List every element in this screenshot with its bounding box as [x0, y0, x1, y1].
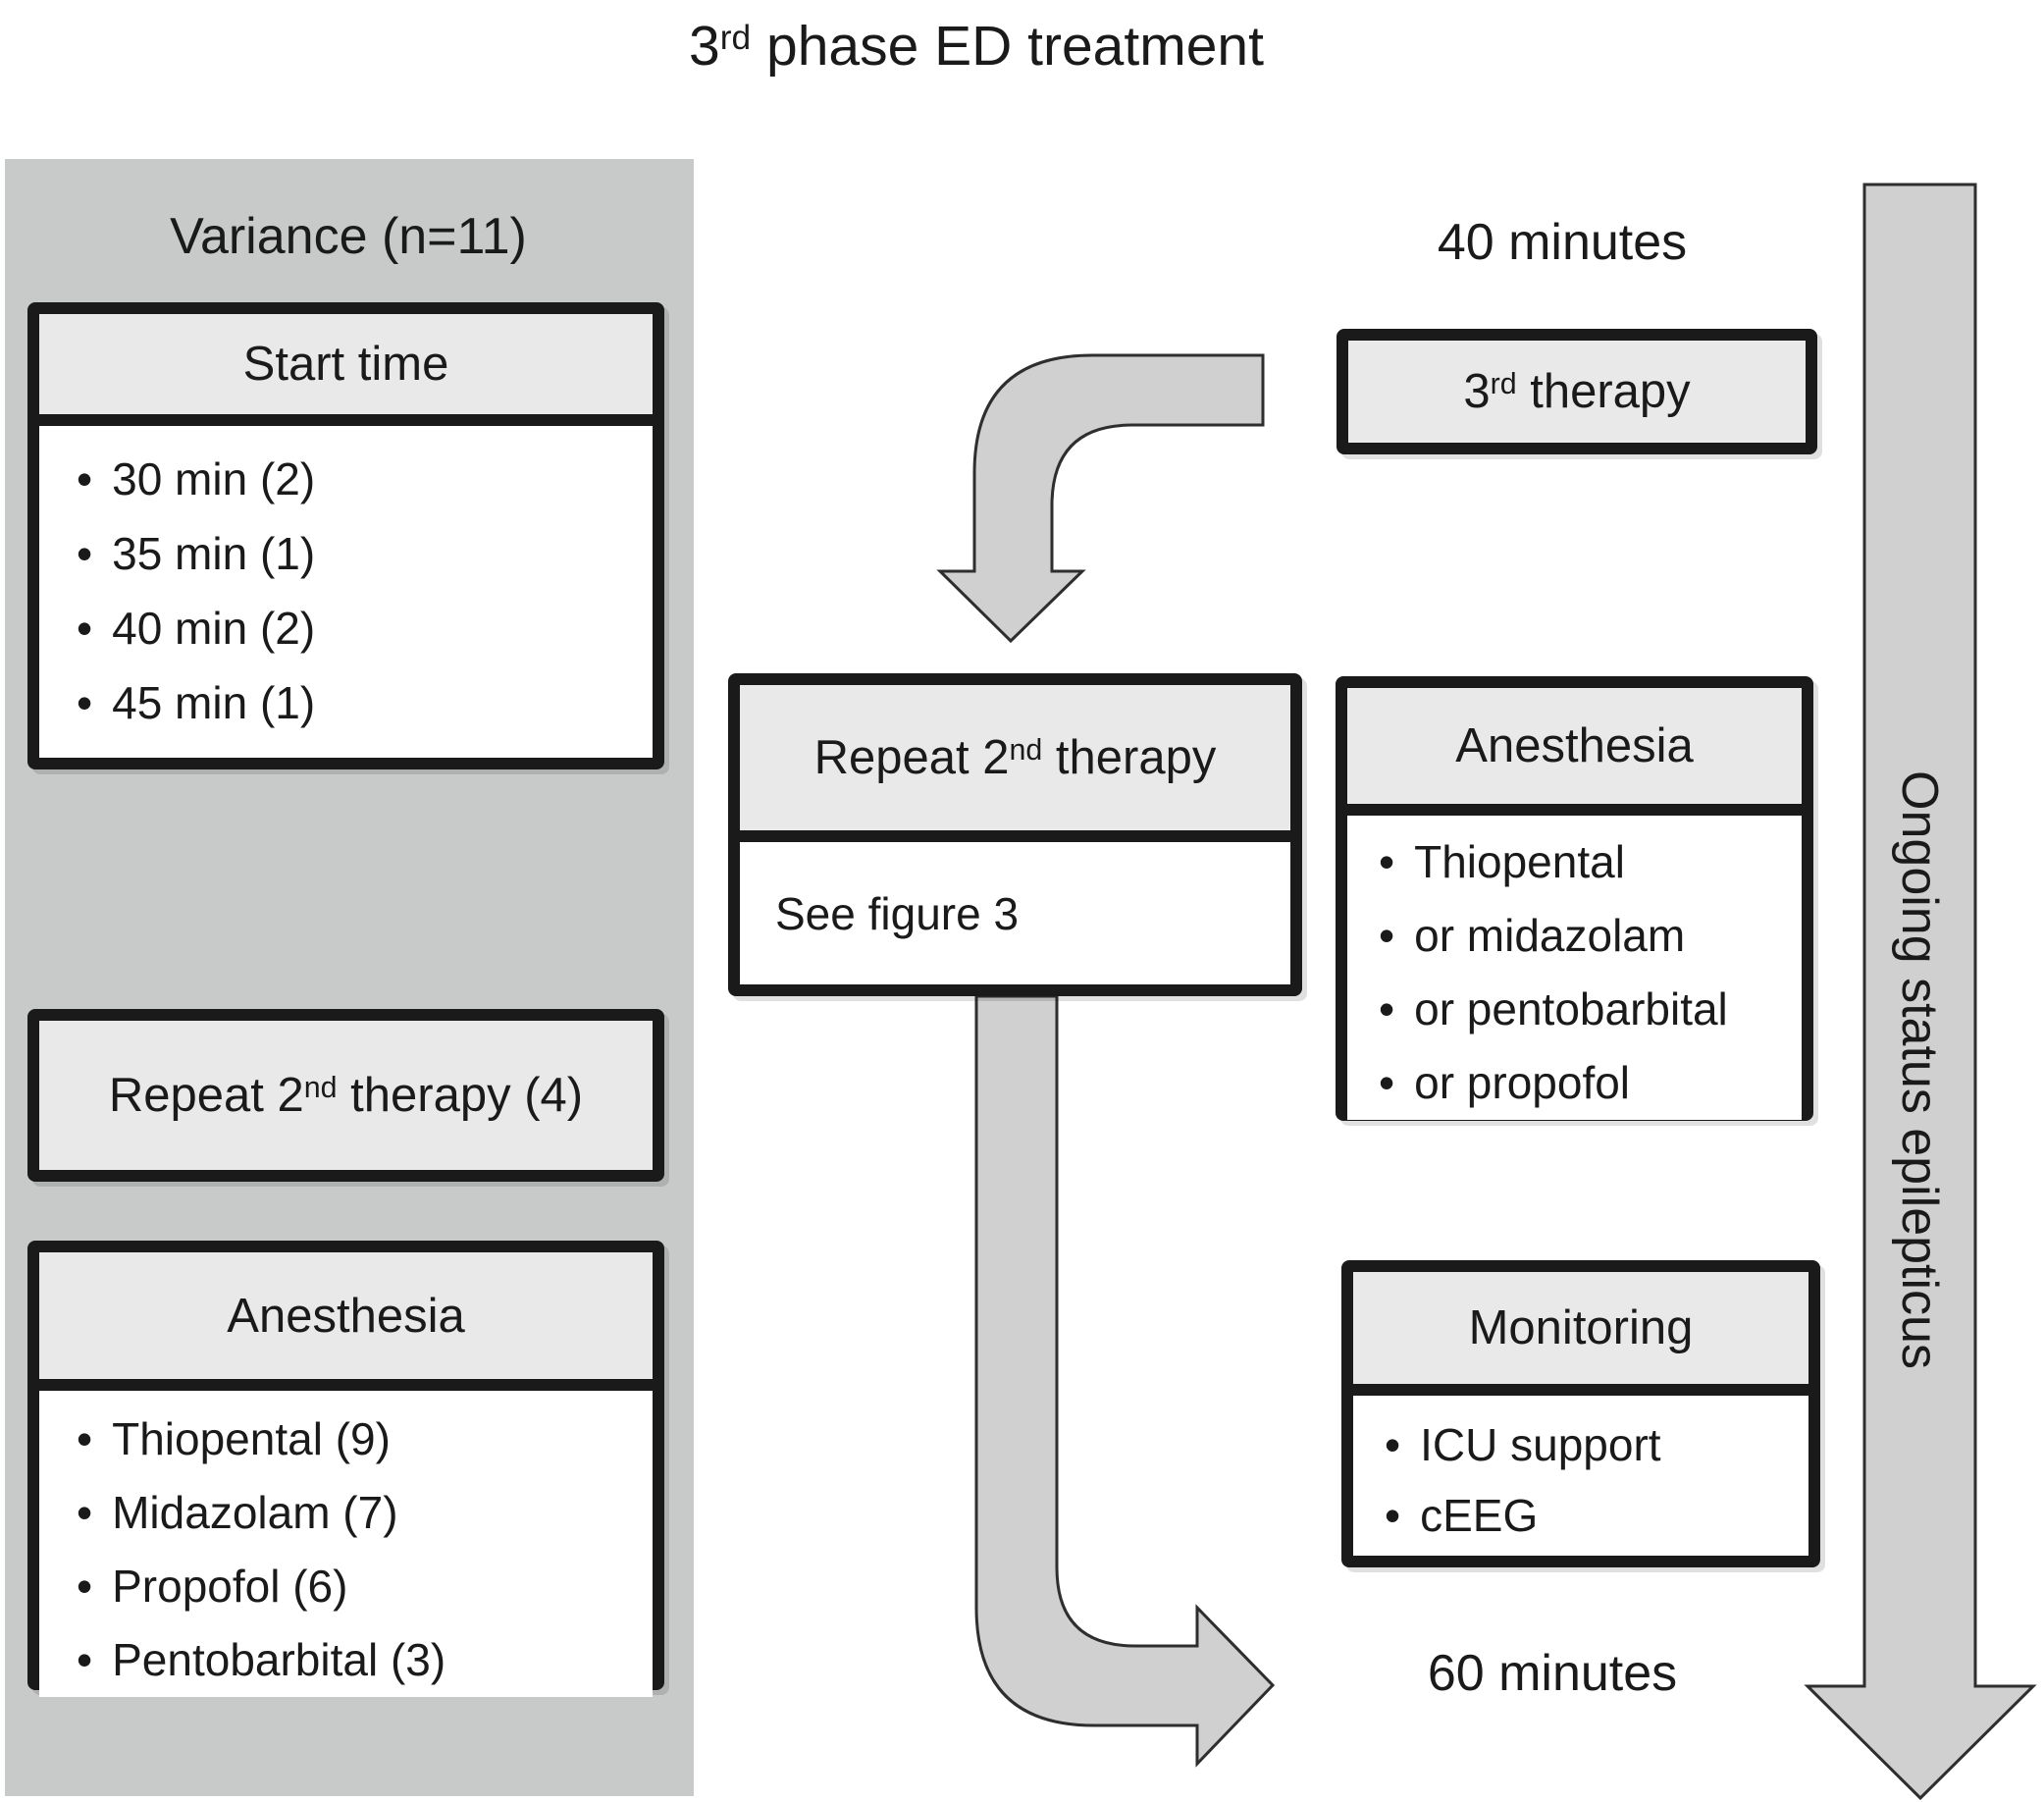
- list-item: • or pentobarbital: [1379, 973, 1802, 1046]
- list-item: • 40 min (2): [77, 591, 653, 665]
- start-time-list: • 30 min (2) • 35 min (1) • 40 min (2) • 45 …: [77, 442, 653, 740]
- label-superscript: nd: [1009, 733, 1043, 768]
- bullet-dot: •: [77, 453, 93, 504]
- variance-anesthesia-list: • Thiopental (9) • Midazolam (7) • Propofol…: [77, 1403, 653, 1697]
- time-label-40-minutes: 40 minutes: [1437, 214, 1688, 271]
- variance-anesthesia-box: Anesthesia • Thiopental (9) • Midazolam (7…: [27, 1241, 664, 1697]
- ongoing-status-label: Ongoing status epilepticus: [1891, 770, 1948, 1369]
- list-item-label: Thiopental: [1414, 836, 1625, 887]
- bullet-dot: •: [1379, 836, 1395, 887]
- list-item: • or propofol: [1379, 1046, 1802, 1120]
- list-item: • 35 min (1): [77, 516, 653, 591]
- label-rest: therapy (4): [337, 1069, 584, 1122]
- label-prefix: Repeat 2: [108, 1069, 304, 1122]
- start-time-box-header: Start time: [39, 314, 653, 426]
- bullet-dot: •: [77, 1561, 93, 1612]
- variance-panel-title: Variance (n=11): [170, 208, 527, 265]
- list-item-label: Propofol (6): [112, 1561, 348, 1612]
- list-item: • Thiopental: [1379, 825, 1802, 899]
- list-item-label: or propofol: [1414, 1057, 1631, 1108]
- anesthesia-box: Anesthesia • Thiopental • or midazolam • or…: [1336, 676, 1813, 1121]
- page-title-superscript: rd: [719, 19, 752, 58]
- variance-anesthesia-box-header: Anesthesia: [39, 1252, 653, 1391]
- anesthesia-box-body: • Thiopental • or midazolam • or pentobarbi…: [1347, 816, 1802, 1120]
- anesthesia-list: • Thiopental • or midazolam • or pentobarbi…: [1379, 825, 1802, 1120]
- page-title-prefix: 3: [689, 15, 720, 78]
- repeat-second-therapy-header-label: Repeat 2nd therapy: [814, 730, 1217, 785]
- elbow-arrow-bottom-icon: [974, 994, 1276, 1768]
- repeat-second-therapy-box-body: See figure 3: [740, 842, 1290, 984]
- bullet-dot: •: [77, 528, 93, 579]
- bullet-dot: •: [77, 603, 93, 654]
- list-item: • Thiopental (9): [77, 1403, 653, 1476]
- third-therapy-box: 3rd therapy: [1336, 329, 1817, 454]
- list-item-label: 35 min (1): [112, 528, 316, 579]
- monitoring-box-body: • ICU support • cEEG: [1353, 1396, 1808, 1551]
- monitoring-box-header: Monitoring: [1353, 1272, 1808, 1396]
- bullet-dot: •: [1379, 983, 1395, 1034]
- list-item: • cEEG: [1385, 1480, 1808, 1551]
- start-time-box: Start time • 30 min (2) • 35 min (1) • 40 m…: [27, 302, 664, 769]
- bullet-dot: •: [1385, 1419, 1401, 1470]
- list-item-label: 45 min (1): [112, 677, 316, 728]
- list-item: • or midazolam: [1379, 899, 1802, 973]
- elbow-arrow-top-icon: [936, 353, 1265, 644]
- monitoring-list: • ICU support • cEEG: [1385, 1409, 1808, 1551]
- list-item: • Propofol (6): [77, 1550, 653, 1623]
- third-therapy-label: 3rd therapy: [1463, 364, 1690, 419]
- list-item: • 45 min (1): [77, 665, 653, 740]
- list-item-label: Midazolam (7): [112, 1487, 398, 1538]
- list-item: • Pentobarbital (3): [77, 1623, 653, 1697]
- list-item-label: or midazolam: [1414, 910, 1686, 961]
- variance-repeat-therapy-box: Repeat 2nd therapy (4): [27, 1009, 664, 1182]
- list-item-label: Thiopental (9): [112, 1413, 391, 1464]
- anesthesia-box-header: Anesthesia: [1347, 688, 1802, 816]
- list-item: • Midazolam (7): [77, 1476, 653, 1550]
- repeat-second-therapy-box-header: Repeat 2nd therapy: [740, 685, 1290, 842]
- list-item-label: ICU support: [1420, 1419, 1661, 1470]
- bullet-dot: •: [1379, 910, 1395, 961]
- bullet-dot: •: [77, 1413, 93, 1464]
- bullet-dot: •: [77, 1487, 93, 1538]
- label-rest: therapy: [1042, 731, 1217, 784]
- variance-repeat-therapy-label: Repeat 2nd therapy (4): [109, 1068, 583, 1123]
- label-prefix: 3: [1463, 365, 1491, 418]
- variance-anesthesia-box-body: • Thiopental (9) • Midazolam (7) • Propofol…: [39, 1391, 653, 1697]
- label-superscript: nd: [303, 1071, 338, 1105]
- page-title: 3rd phase ED treatment: [584, 16, 1369, 84]
- bullet-dot: •: [77, 677, 93, 728]
- monitoring-box: Monitoring • ICU support • cEEG: [1341, 1260, 1820, 1567]
- list-item-label: cEEG: [1420, 1490, 1539, 1541]
- time-label-60-minutes: 60 minutes: [1427, 1645, 1678, 1702]
- list-item-label: or pentobarbital: [1414, 983, 1728, 1034]
- list-item-label: Pentobarbital (3): [112, 1634, 446, 1685]
- repeat-second-therapy-box: Repeat 2nd therapy See figure 3: [728, 673, 1302, 996]
- bullet-dot: •: [77, 1634, 93, 1685]
- label-rest: therapy: [1516, 365, 1691, 418]
- label-superscript: rd: [1490, 367, 1517, 401]
- list-item: • 30 min (2): [77, 442, 653, 516]
- bullet-dot: •: [1379, 1057, 1395, 1108]
- bullet-dot: •: [1385, 1490, 1401, 1541]
- page-title-rest: phase ED treatment: [751, 15, 1264, 78]
- label-prefix: Repeat 2: [813, 731, 1010, 784]
- list-item: • ICU support: [1385, 1409, 1808, 1480]
- start-time-box-body: • 30 min (2) • 35 min (1) • 40 min (2) • 45 …: [39, 426, 653, 740]
- list-item-label: 30 min (2): [112, 453, 316, 504]
- list-item-label: 40 min (2): [112, 603, 316, 654]
